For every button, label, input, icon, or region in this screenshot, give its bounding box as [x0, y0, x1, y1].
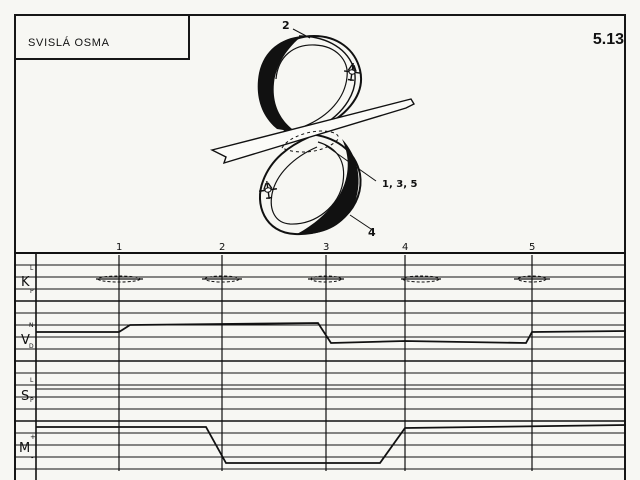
- ribbon-lower-inner-edge: [270, 141, 345, 225]
- row-k-bottom-label: P: [30, 288, 34, 295]
- callout-line-4: [349, 214, 372, 230]
- title-box: [14, 14, 190, 60]
- marker-label-2: 2: [219, 242, 225, 253]
- vertical-eight-illustration: 2 1, 3, 5 4: [210, 19, 417, 239]
- callout-line-135: [324, 144, 377, 182]
- figure-number: 5.13: [592, 31, 624, 48]
- row-v-top-label: N: [29, 322, 34, 329]
- ribbon-bottom-black-band: [297, 139, 359, 235]
- k-row-ellipses: [96, 275, 550, 283]
- row-s-top-label: L: [30, 377, 34, 384]
- top-border: [14, 14, 626, 16]
- timeline-markers: 1 2 3 4 5: [116, 242, 535, 471]
- aircraft-top-right: [343, 62, 361, 82]
- row-m-top-label: +: [30, 433, 36, 441]
- row-label-v: V: [21, 333, 30, 348]
- callout-label-4: 4: [368, 226, 376, 239]
- ribbon-top-black-band: [257, 36, 302, 132]
- row-label-k: K: [21, 275, 30, 290]
- timeline-grid-lines: [14, 264, 626, 470]
- row-label-m: M: [19, 441, 30, 456]
- callout-label-2: 2: [282, 19, 290, 32]
- row-v-bottom-label: D: [29, 343, 34, 350]
- ribbon-top-inner-edge: [275, 44, 348, 127]
- row-k-top-label: L: [30, 265, 34, 272]
- left-border: [14, 14, 16, 480]
- row-label-s: S: [21, 389, 29, 404]
- diagram-title: SVISLÁ OSMA: [28, 37, 110, 49]
- marker-label-3: 3: [323, 242, 329, 253]
- row-labels: K L P V N D S L P M + -: [19, 265, 36, 462]
- dashed-hidden-loop: [281, 130, 339, 153]
- v-row-trace: [36, 322, 627, 344]
- maneuver-timeline: 1 2 3 4 5 K L P V N D S L P M + -: [14, 242, 627, 480]
- row-s-bottom-label: P: [30, 397, 34, 404]
- callout-line-2: [292, 28, 311, 39]
- ground-plane-band: [210, 98, 415, 165]
- aircraft-bottom-left: [258, 180, 278, 200]
- marker-label-4: 4: [402, 242, 408, 253]
- m-row-trace: [36, 424, 627, 464]
- marker-label-1: 1: [116, 242, 122, 253]
- callout-label-135: 1, 3, 5: [382, 179, 417, 190]
- row-m-bottom-label: -: [31, 454, 34, 462]
- marker-label-5: 5: [529, 242, 535, 253]
- right-border: [624, 14, 626, 480]
